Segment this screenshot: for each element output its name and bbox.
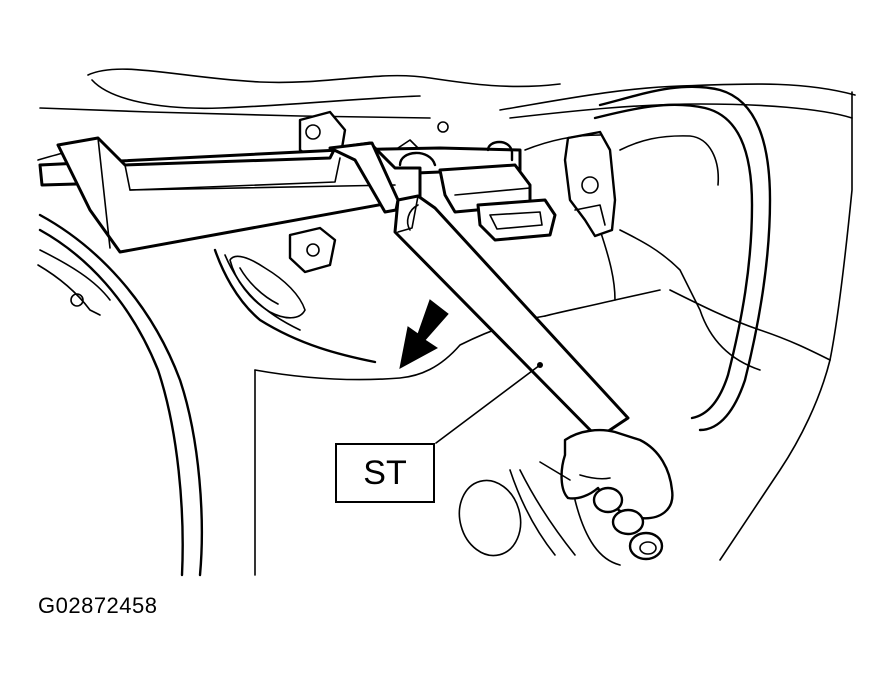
hand-illustration xyxy=(560,428,674,566)
direction-arrow-icon xyxy=(399,299,449,369)
figure-id: G02872458 xyxy=(38,593,158,618)
special-tool-callout-label: ST xyxy=(335,443,435,503)
special-tool-frame xyxy=(38,136,630,440)
cable-line xyxy=(524,85,772,432)
callout-text: ST xyxy=(363,453,407,492)
floor-details xyxy=(458,461,576,557)
mounting-brackets xyxy=(288,110,617,274)
callout-leader-line xyxy=(435,362,543,444)
body-panel-outlines xyxy=(37,68,856,577)
